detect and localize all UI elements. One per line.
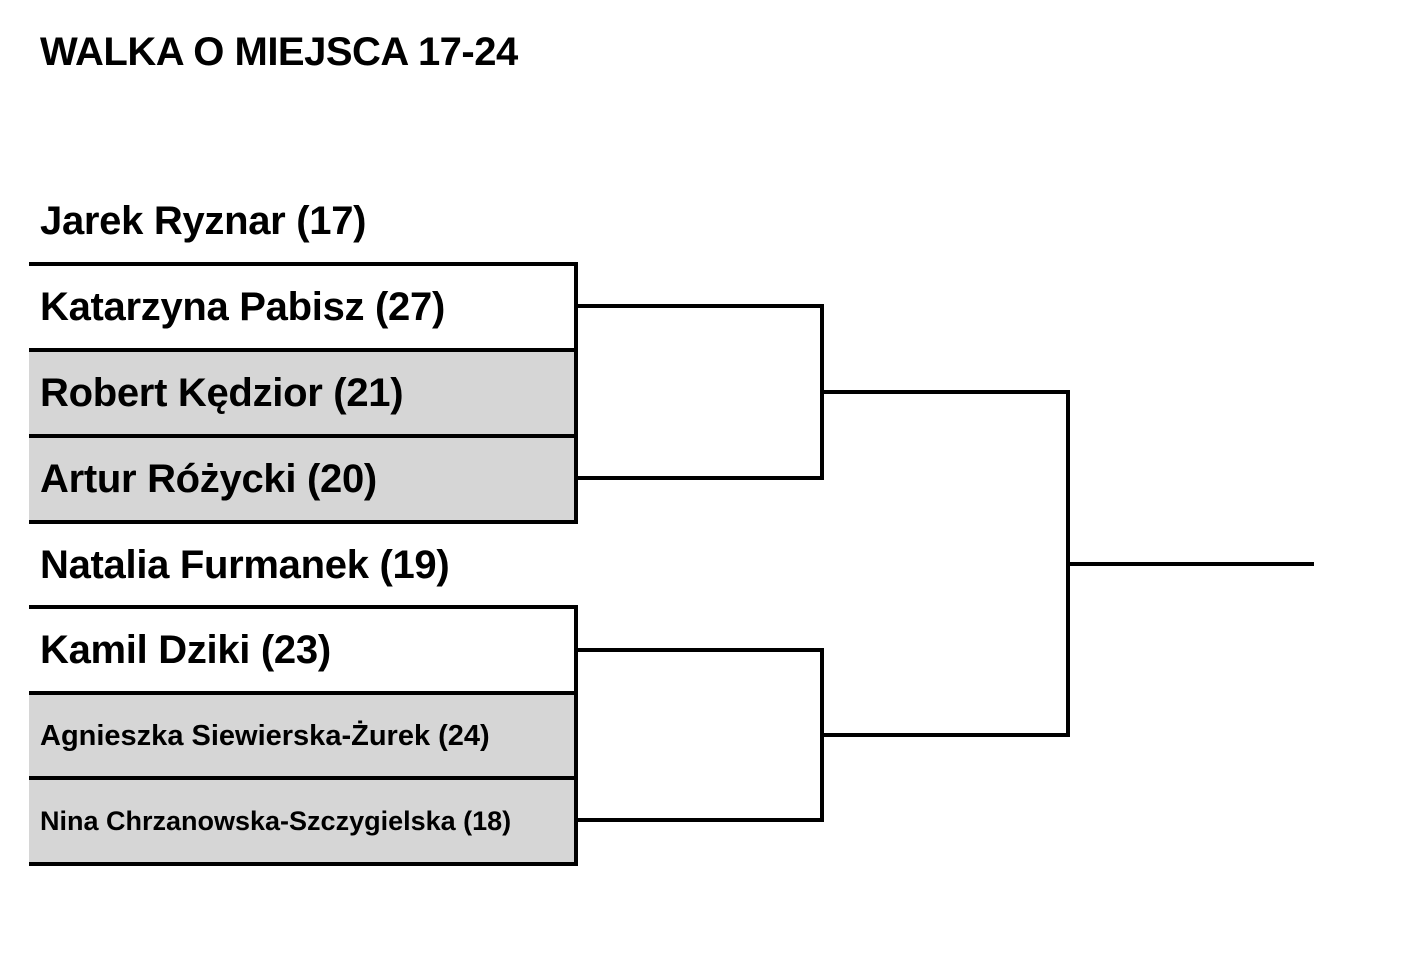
player-slot-1: Jarek Ryznar (17) bbox=[40, 198, 367, 243]
player-slot-3: Robert Kędzior (21) bbox=[29, 352, 578, 434]
bracket-connector-lower bbox=[576, 648, 824, 822]
player-slot-8: Nina Chrzanowska-Szczygielska (18) bbox=[29, 776, 578, 866]
bracket-title: WALKA O MIEJSCA 17-24 bbox=[40, 30, 518, 74]
bracket-connector-semifinal bbox=[820, 390, 1070, 737]
bracket-connector-upper bbox=[576, 304, 824, 480]
player-slot-5: Natalia Furmanek (19) bbox=[40, 542, 450, 587]
player-slot-6: Kamil Dziki (23) bbox=[29, 605, 578, 695]
player-slot-7: Agnieszka Siewierska-Żurek (24) bbox=[29, 695, 578, 777]
player-slot-4: Artur Różycki (20) bbox=[29, 434, 578, 524]
player-slot-2: Katarzyna Pabisz (27) bbox=[29, 262, 578, 352]
